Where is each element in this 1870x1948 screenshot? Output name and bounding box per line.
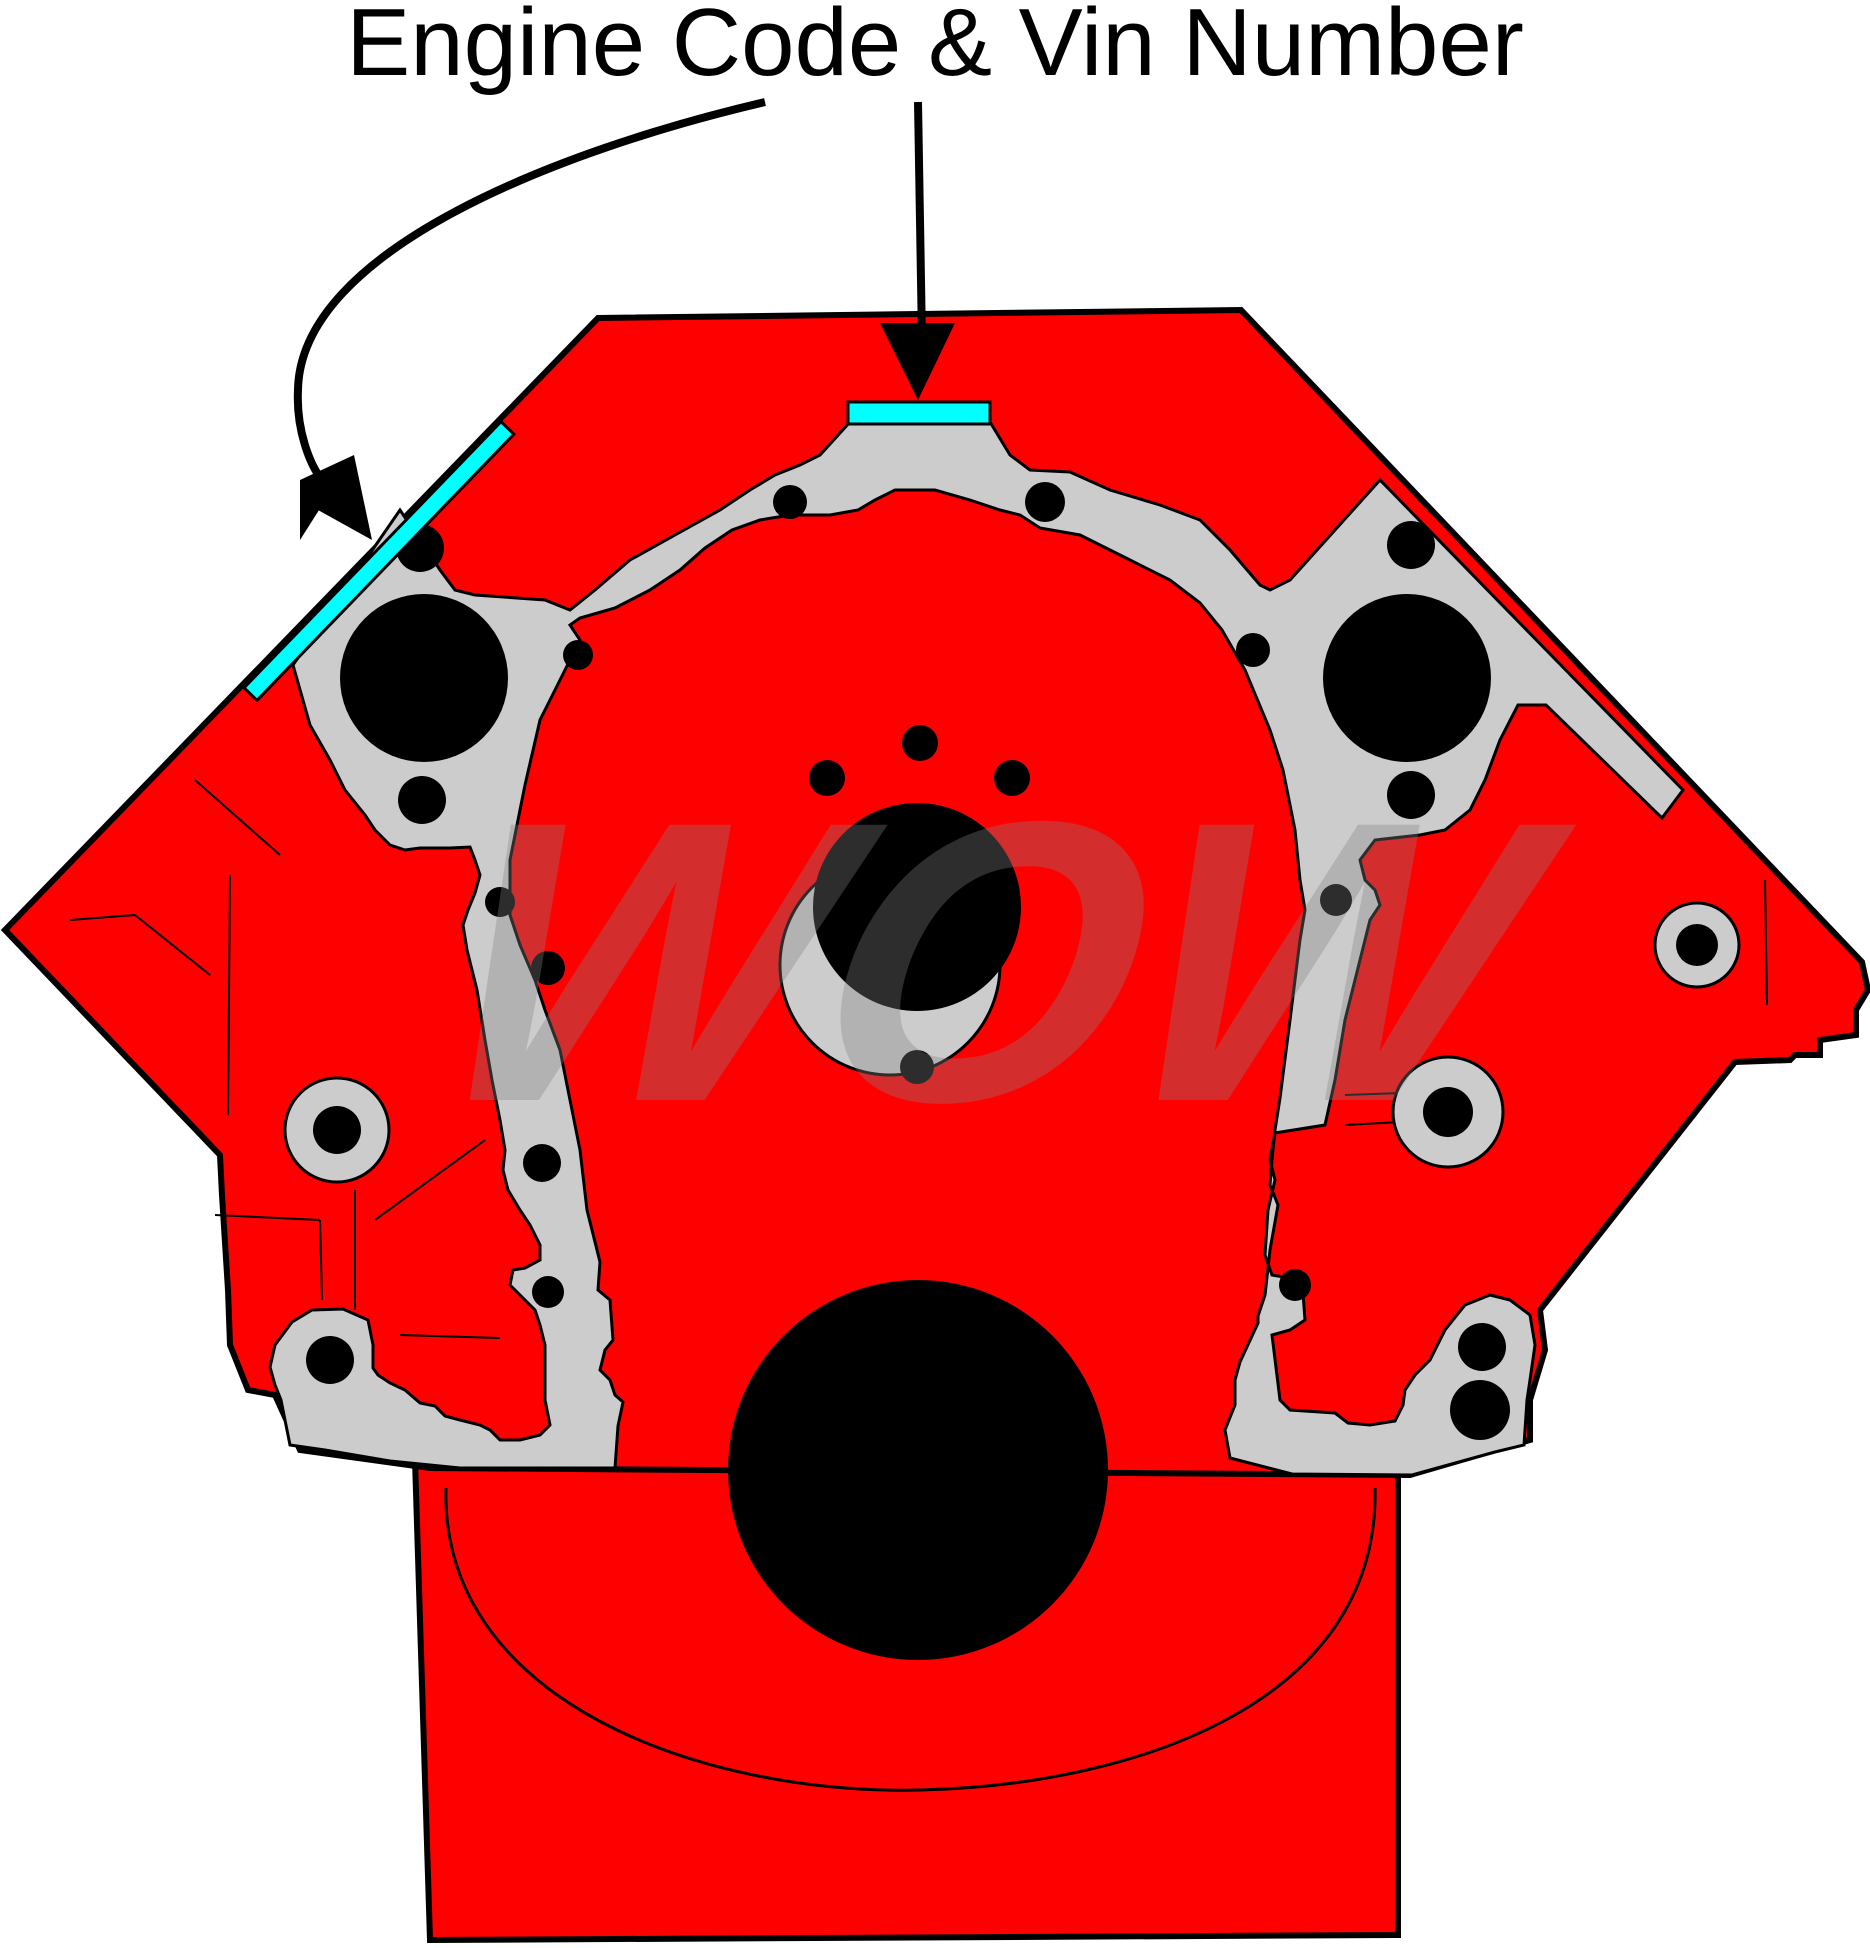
curved-arrow-icon	[293, 98, 766, 483]
curved-arrow-head-fill	[300, 455, 372, 540]
engine-code-stamp-pad-top	[846, 400, 992, 426]
engine-code-stamp-pad-left	[241, 419, 517, 703]
block-detail-lines	[69, 779, 1768, 1339]
bolt-holes	[306, 482, 1718, 1660]
down-arrow-icon	[914, 101, 926, 341]
watermark: WOW	[405, 738, 1595, 1185]
diagram-title: Engine Code & Vin Number	[346, 0, 1524, 96]
down-arrow-head	[880, 323, 955, 400]
oil-pan-contour	[444, 1487, 1377, 1792]
crank-bore	[728, 1280, 1108, 1660]
cam-bore	[813, 803, 1021, 1011]
